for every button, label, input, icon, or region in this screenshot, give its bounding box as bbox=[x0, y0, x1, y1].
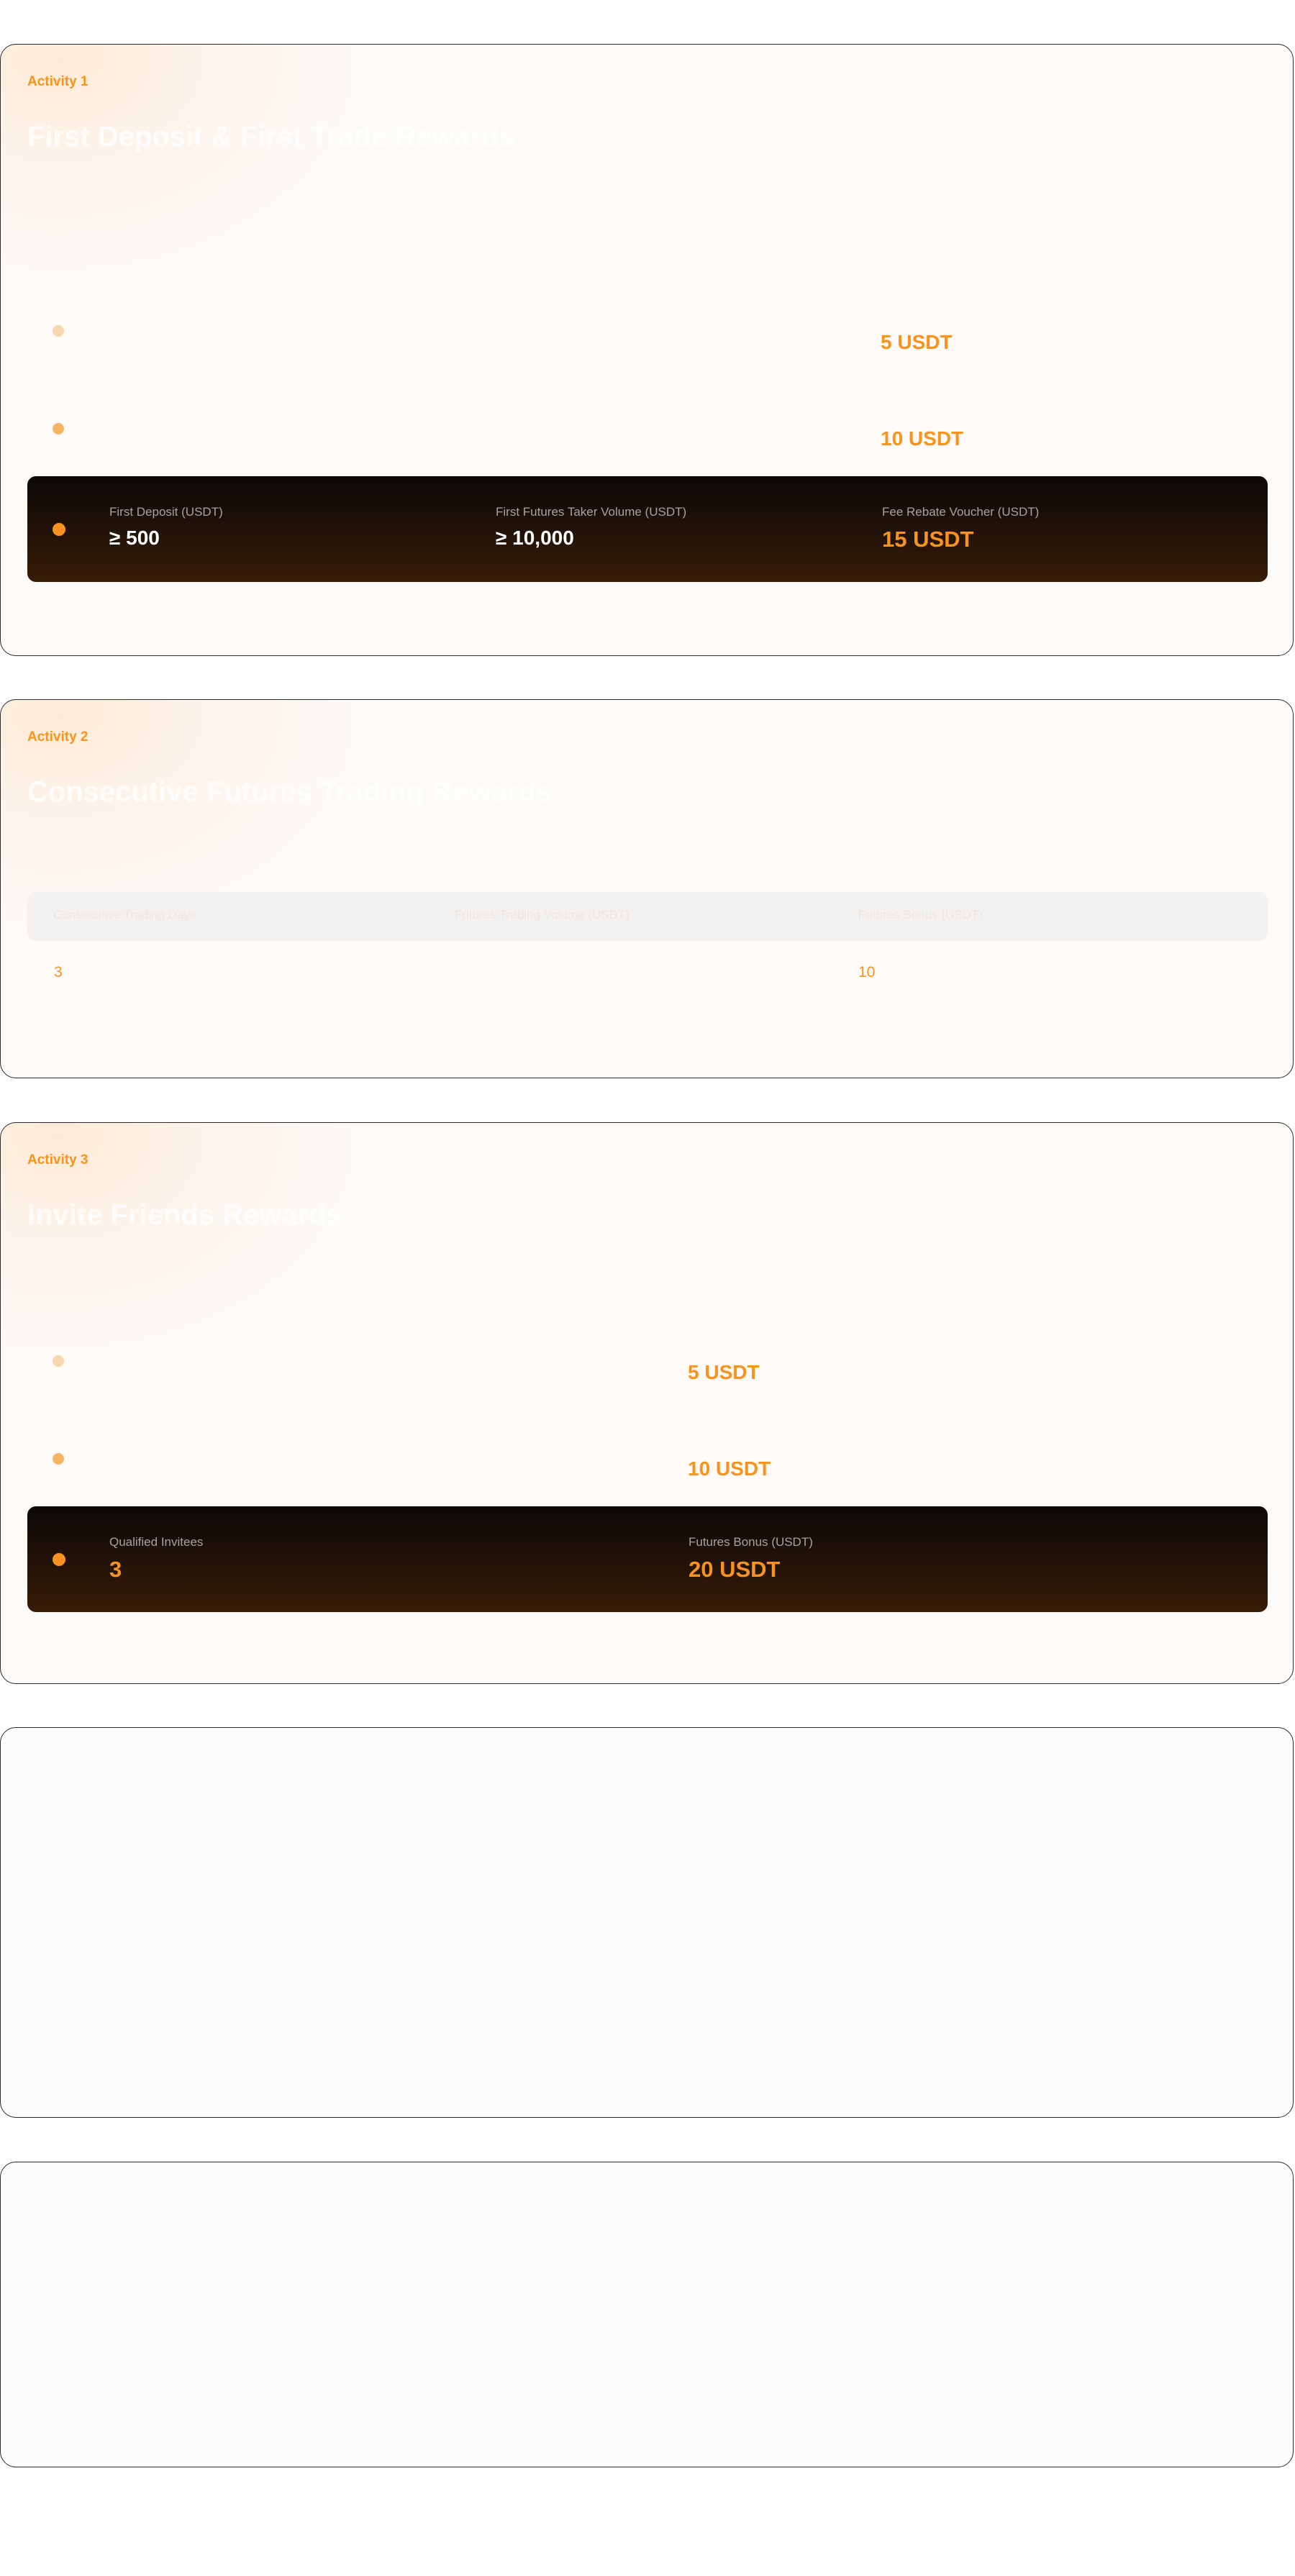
activity-1-card: Activity 1 First Deposit & First Trade R… bbox=[0, 44, 1294, 656]
table-cell: 10 bbox=[858, 964, 876, 980]
tier-indicator-dot bbox=[53, 325, 64, 337]
table-header-cell: Consecutive Trading Days bbox=[53, 908, 196, 921]
empty-card bbox=[0, 1727, 1294, 2118]
tier-indicator-dot bbox=[53, 523, 65, 536]
first-deposit-label: First Deposit (USDT) bbox=[109, 505, 223, 519]
highlight-tier-row: First Deposit (USDT) ≥ 500 First Futures… bbox=[27, 476, 1268, 582]
activity-tag: Activity 2 bbox=[27, 729, 88, 745]
activity-title: Invite Friends Rewards bbox=[27, 1199, 342, 1231]
tier-indicator-dot bbox=[53, 1453, 64, 1465]
invitees-value: 3 bbox=[109, 1557, 122, 1582]
table-header-cell: Futures Bonus (USDT) bbox=[858, 908, 983, 921]
activity-2-card: Activity 2 Consecutive Futures Trading R… bbox=[0, 699, 1294, 1078]
table-header: Consecutive Trading Days Futures Trading… bbox=[27, 892, 1268, 941]
futures-bonus-label: Futures Bonus (USDT) bbox=[689, 1535, 813, 1549]
voucher-label: Fee Rebate Voucher (USDT) bbox=[882, 505, 1040, 519]
voucher-value: 15 USDT bbox=[882, 527, 974, 552]
tier-reward: 5 USDT bbox=[881, 331, 953, 353]
activity-tag: Activity 3 bbox=[27, 1152, 88, 1168]
highlight-tier-row: Qualified Invitees 3 Futures Bonus (USDT… bbox=[27, 1506, 1268, 1612]
activity-tag: Activity 1 bbox=[27, 74, 88, 89]
tier-indicator-dot bbox=[53, 1355, 64, 1367]
activity-3-card: Activity 3 Invite Friends Rewards 5 USDT… bbox=[0, 1122, 1294, 1684]
tier-reward: 5 USDT bbox=[688, 1361, 760, 1383]
activity-title: First Deposit & First Trade Rewards bbox=[27, 121, 515, 153]
tier-indicator-dot bbox=[53, 1553, 65, 1566]
empty-card bbox=[0, 2162, 1294, 2467]
first-deposit-value: ≥ 500 bbox=[109, 527, 160, 549]
invitees-label: Qualified Invitees bbox=[109, 1535, 204, 1549]
futures-volume-label: First Futures Taker Volume (USDT) bbox=[496, 505, 687, 519]
tier-reward: 10 USDT bbox=[688, 1457, 771, 1480]
activity-title: Consecutive Futures Trading Rewards bbox=[27, 776, 553, 808]
tier-indicator-dot bbox=[53, 423, 64, 434]
table-header-cell: Futures Trading Volume (USDT) bbox=[455, 908, 630, 921]
table-cell: 3 bbox=[54, 964, 63, 980]
tier-reward: 10 USDT bbox=[881, 427, 964, 450]
futures-volume-value: ≥ 10,000 bbox=[496, 527, 574, 549]
futures-bonus-value: 20 USDT bbox=[689, 1557, 781, 1582]
